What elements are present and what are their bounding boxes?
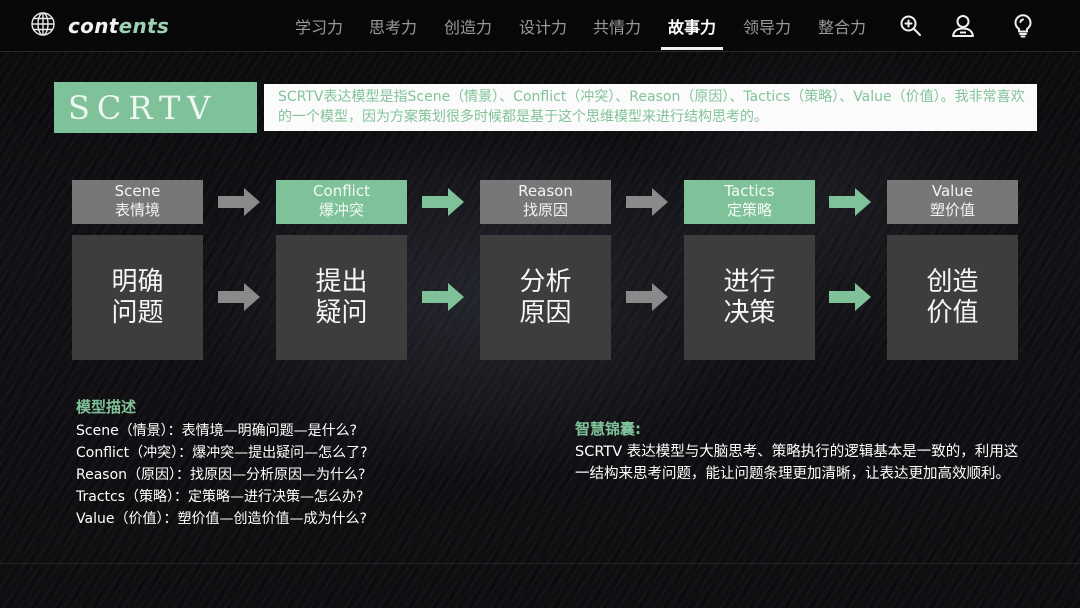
step-body-text: 提出疑问 <box>315 266 368 328</box>
description-line: Scene（情景）：表情境—明确问题—是什么? <box>76 423 358 439</box>
step-body-text: 进行决策 <box>723 266 776 328</box>
step-header-scene: Scene 表情境 <box>72 180 203 224</box>
step-zh-label: 定策略 <box>726 201 772 219</box>
step-body-text: 明确问题 <box>111 266 164 328</box>
arrow-right-icon <box>422 188 464 216</box>
arrow-right-icon <box>218 188 260 216</box>
step-body-value: 创造价值 <box>887 235 1018 360</box>
step-body-text: 创造价值 <box>926 266 979 328</box>
step-header-reason: Reason 找原因 <box>480 180 611 224</box>
model-description-title: 模型描述 <box>76 398 137 416</box>
arrow-right-icon <box>218 283 260 311</box>
tips-text: SCRTV 表达模型与大脑思考、策略执行的逻辑基本是一致的，利用这一结构来思考问… <box>575 444 1019 482</box>
nav-tab-creativity[interactable]: 创造力 <box>443 18 492 37</box>
step-header-tactics: Tactics 定策略 <box>684 180 815 224</box>
step-body-scene: 明确问题 <box>72 235 203 360</box>
active-tab-indicator <box>661 47 723 50</box>
step-body-conflict: 提出疑问 <box>276 235 407 360</box>
description-line: Reason（原因）：找原因—分析原因—为什么? <box>76 467 366 483</box>
step-header-value: Value 塑价值 <box>887 180 1018 224</box>
nav-tab-thinking[interactable]: 思考力 <box>368 18 417 37</box>
user-icon[interactable] <box>950 13 976 39</box>
brand-logo[interactable]: contents <box>30 12 169 40</box>
arrow-right-icon <box>829 283 871 311</box>
step-en-label: Conflict <box>313 182 370 200</box>
model-title-box: SCRTV <box>54 82 257 133</box>
step-zh-label: 爆冲突 <box>318 201 364 219</box>
arrow-right-icon <box>626 188 668 216</box>
model-title: SCRTV <box>68 88 218 127</box>
nav-tab-empathy[interactable]: 共情力 <box>592 18 641 37</box>
arrow-right-icon <box>422 283 464 311</box>
brand-name: contents <box>68 14 170 38</box>
footer-divider <box>0 563 1080 564</box>
top-navigation-bar: contents 学习力 思考力 创造力 设计力 共情力 故事力 领导力 整合力 <box>0 0 1080 52</box>
model-intro-box: SCRTV表达模型是指Scene（情景）、Conflict（冲突）、Reason… <box>264 84 1037 131</box>
model-intro-text: SCRTV表达模型是指Scene（情景）、Conflict（冲突）、Reason… <box>278 89 1025 125</box>
step-zh-label: 表情境 <box>114 201 160 219</box>
step-body-reason: 分析原因 <box>480 235 611 360</box>
nav-tab-design[interactable]: 设计力 <box>518 18 567 37</box>
arrow-right-icon <box>829 188 871 216</box>
arrow-right-icon <box>626 283 668 311</box>
zoom-in-icon[interactable] <box>898 13 924 39</box>
step-en-label: Reason <box>518 182 573 200</box>
tips-title: 智慧锦囊: <box>575 420 641 438</box>
step-en-label: Scene <box>114 182 161 200</box>
nav-tab-leadership[interactable]: 领导力 <box>742 18 791 37</box>
model-description-list: Scene（情景）：表情境—明确问题—是什么? Conflict（冲突）：爆冲突… <box>76 420 368 530</box>
step-zh-label: 找原因 <box>522 201 568 219</box>
nav-tab-learning[interactable]: 学习力 <box>294 18 343 37</box>
nav-tab-integration[interactable]: 整合力 <box>817 18 866 37</box>
step-en-label: Tactics <box>724 182 775 200</box>
lightbulb-icon[interactable] <box>1010 13 1036 39</box>
step-en-label: Value <box>931 182 974 200</box>
description-line: Conflict（冲突）：爆冲突—提出疑问—怎么了? <box>76 445 368 461</box>
globe-icon <box>30 11 56 41</box>
step-body-text: 分析原因 <box>519 266 572 328</box>
nav-tab-storytelling[interactable]: 故事力 <box>667 18 716 37</box>
description-line: Tractcs（策略）：定策略—进行决策—怎么办? <box>76 489 364 505</box>
step-zh-label: 塑价值 <box>929 201 975 219</box>
step-header-conflict: Conflict 爆冲突 <box>276 180 407 224</box>
step-body-tactics: 进行决策 <box>684 235 815 360</box>
description-line: Value（价值）：塑价值—创造价值—成为什么? <box>76 511 367 527</box>
